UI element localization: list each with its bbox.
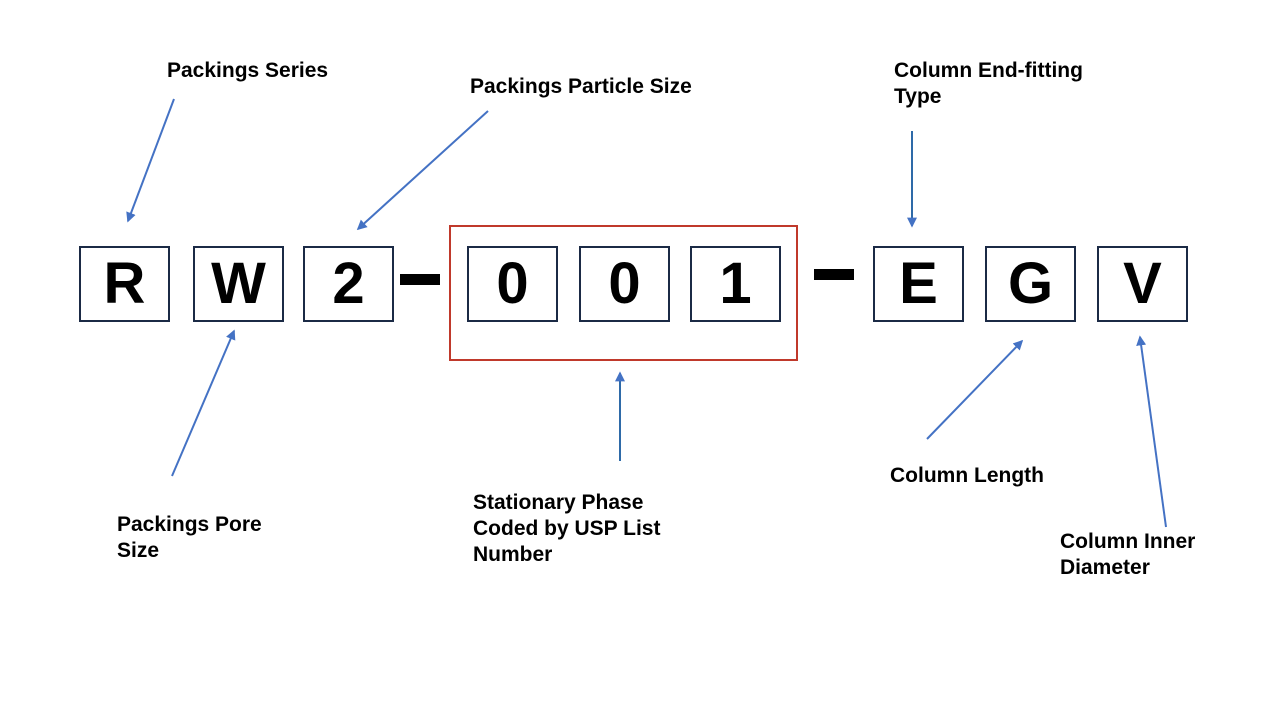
arrow-column-length: [926, 339, 1024, 440]
callout-label-packings-particle-size: Packings Particle Size: [470, 75, 692, 98]
arrow-packings-pore-size: [171, 329, 236, 477]
code-box-char-0a[interactable]: 0: [467, 246, 558, 322]
code-box-char-w[interactable]: W: [193, 246, 284, 322]
code-box-char-2[interactable]: 2: [303, 246, 394, 322]
arrow-packings-series: [126, 98, 175, 223]
code-glyph-e: E: [899, 251, 938, 316]
code-glyph-0b: 0: [608, 251, 641, 316]
arrow-packings-particle-size: [356, 110, 489, 231]
callout-label-packings-series: Packings Series: [167, 59, 329, 82]
separator-hyphen-2: [814, 269, 854, 280]
code-box-char-g[interactable]: G: [985, 246, 1076, 322]
code-glyph-1: 1: [719, 251, 752, 316]
usp-list-number-highlight: [449, 225, 798, 361]
code-glyph-r: R: [103, 251, 146, 316]
arrow-column-inner-diameter: [1136, 335, 1167, 528]
code-glyph-2: 2: [332, 251, 365, 316]
code-box-char-0b[interactable]: 0: [579, 246, 670, 322]
code-box-char-v[interactable]: V: [1097, 246, 1188, 322]
code-glyph-0a: 0: [496, 251, 529, 316]
callout-label-packings-pore-size: Packings Pore Size: [117, 513, 262, 562]
callout-label-column-inner-diameter: Column Inner Diameter: [1060, 530, 1196, 579]
code-glyph-g: G: [1007, 251, 1054, 316]
code-box-char-r[interactable]: R: [79, 246, 170, 322]
separator-hyphen-1: [400, 274, 440, 285]
callout-label-column-length: Column Length: [890, 464, 1044, 487]
callout-label-column-end-fitting-type: Column End-fitting Type: [894, 59, 1083, 108]
code-glyph-v: V: [1123, 251, 1162, 316]
code-box-char-1[interactable]: 1: [690, 246, 781, 322]
code-box-char-e[interactable]: E: [873, 246, 964, 322]
callout-label-stationary-phase: Stationary Phase Coded by USP List Numbe…: [473, 491, 661, 566]
code-glyph-w: W: [211, 251, 266, 316]
